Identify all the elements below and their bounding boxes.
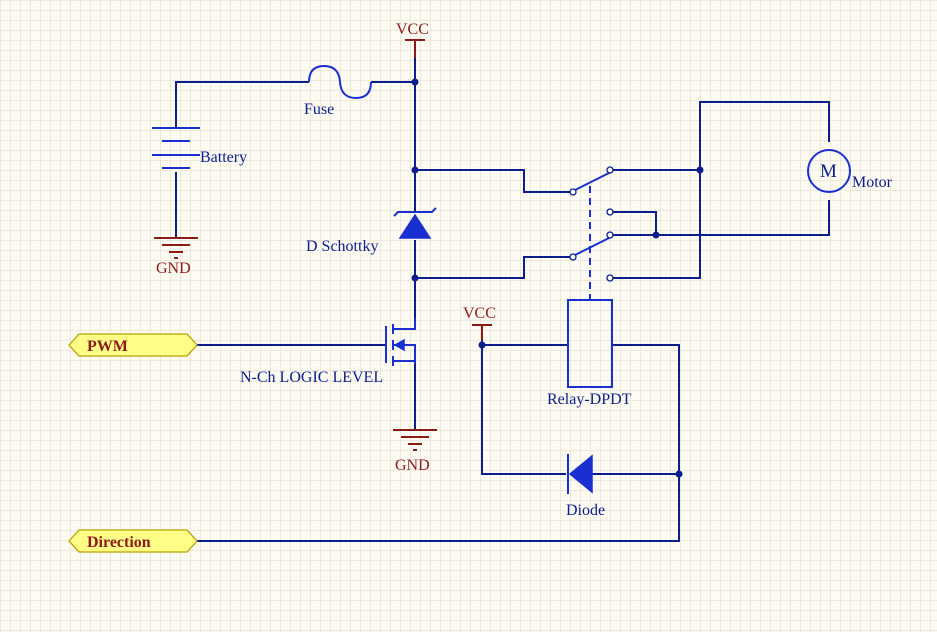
vcc-top-symbol: VCC [396,21,429,58]
diode-label: Diode [566,502,605,519]
relay-common-1-pin [569,188,577,196]
battery-symbol: Battery [152,110,247,169]
gnd-mosfet-label: GND [395,457,430,474]
fuse-symbol: Fuse [304,64,372,118]
pwm-port[interactable]: PWM [68,333,198,357]
vcc-top-label: VCC [396,21,429,38]
schottky-diode-symbol: D Schottky [306,207,437,255]
pwm-port-label: PWM [87,338,128,355]
direction-port[interactable]: Direction [68,529,198,553]
relay-common-2-pin [569,253,577,261]
vcc-relay-symbol: VCC [463,305,496,340]
relay-no-1-pin [606,208,614,216]
direction-port-label: Direction [87,534,151,551]
relay-nc-1-pin [606,166,614,174]
motor-m-letter: M [820,161,837,182]
relay-nc-2-pin [606,231,614,239]
motor-symbol: M Motor [807,149,893,193]
motor-label: Motor [852,174,893,191]
flyback-diode-symbol: Diode [566,454,605,519]
gnd-battery-symbol: GND [154,237,198,277]
relay-label: Relay-DPDT [547,391,632,408]
relay-no-2-pin [606,274,614,282]
mosfet-symbol: N-Ch LOGIC LEVEL [240,318,416,386]
mosfet-label: N-Ch LOGIC LEVEL [240,369,383,386]
wires [175,58,830,542]
junctions [411,78,704,478]
schottky-label: D Schottky [306,238,378,255]
vcc-relay-label: VCC [463,305,496,322]
battery-label: Battery [200,149,247,166]
relay-symbol: Relay-DPDT [547,166,632,408]
gnd-mosfet-symbol: GND [393,429,437,474]
fuse-label: Fuse [304,101,334,118]
gnd-battery-label: GND [156,260,191,277]
